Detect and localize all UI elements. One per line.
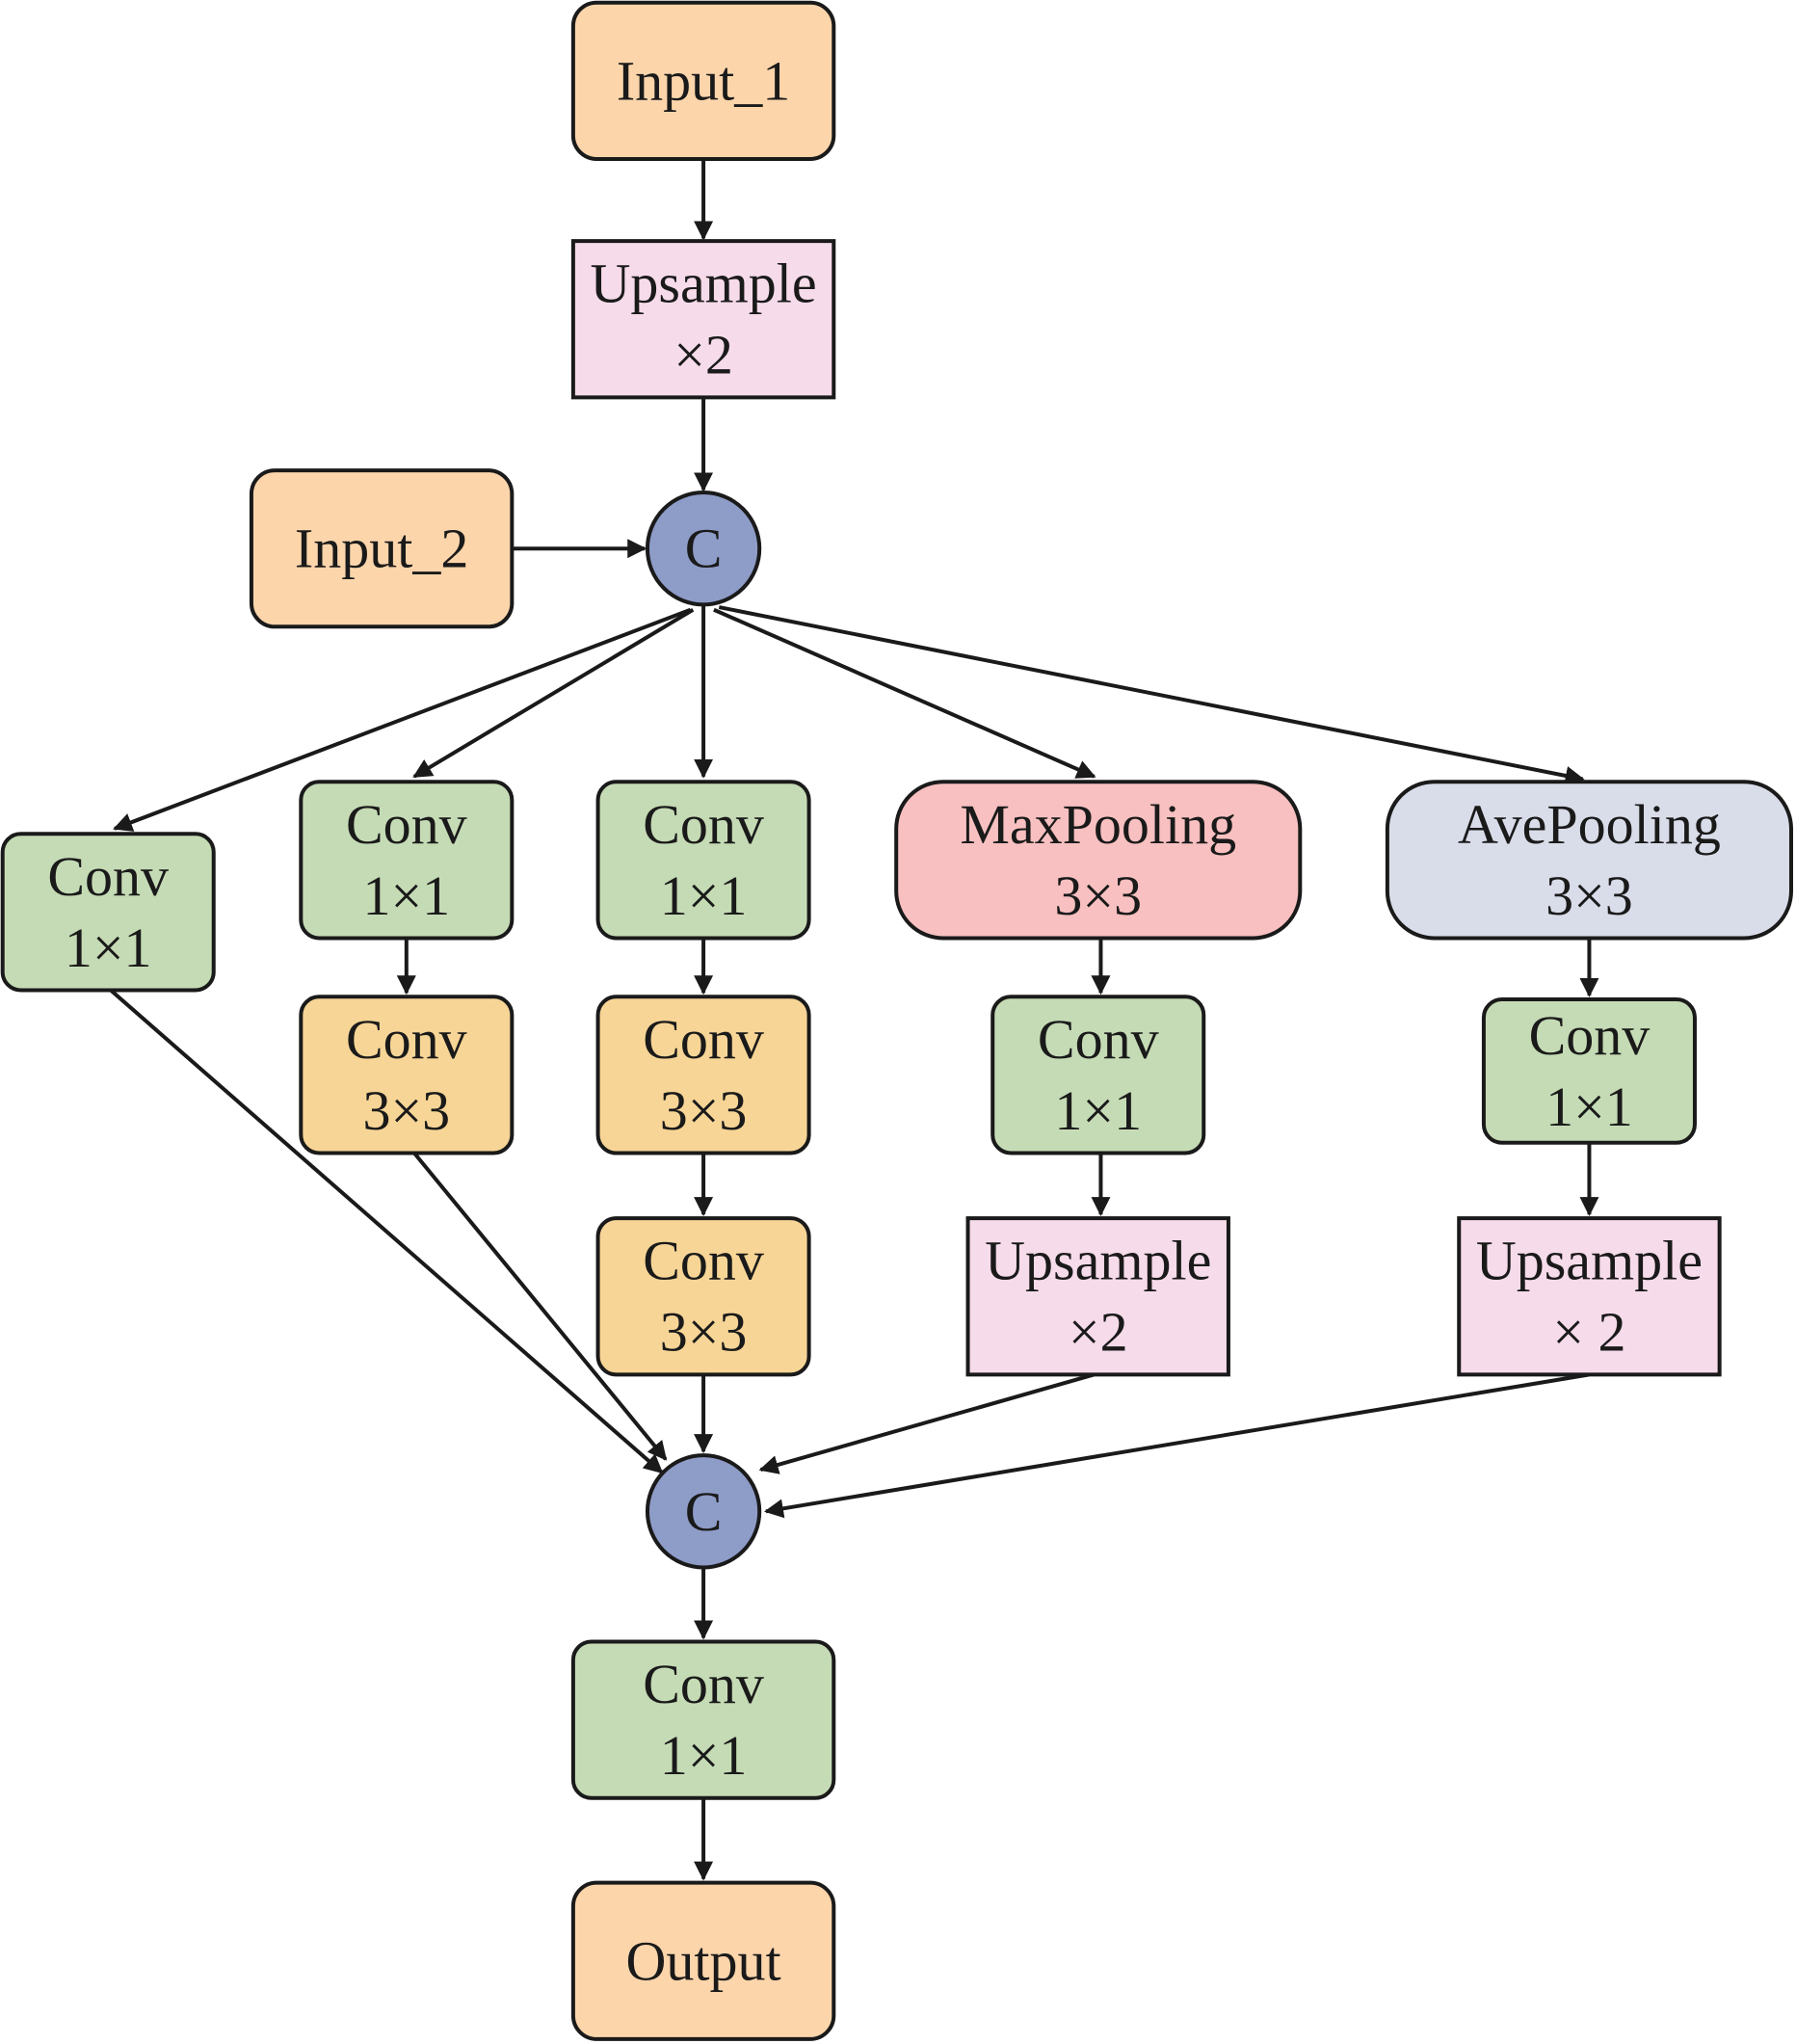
edge-conv-a-concat	[109, 989, 664, 1474]
conv-c-3x3-second-node: Conv 3×3	[595, 1216, 811, 1377]
output-node-shape	[570, 1880, 836, 2041]
input-1-node: Input_1	[570, 0, 836, 161]
output-node-label-1: Output	[626, 1929, 781, 1992]
input-1-node-label-1: Input_1	[617, 49, 790, 112]
avepooling-node: AvePooling 3×3	[1385, 780, 1793, 941]
upsample-top-node-label-2: ×2	[674, 324, 733, 386]
conv-e-1x1-node-label-2: 1×1	[1545, 1075, 1633, 1138]
conv-c-1x1-node-shape	[595, 780, 811, 941]
upsample-d-node-label-1: Upsample	[985, 1230, 1211, 1292]
concat-top-node-shape	[645, 491, 762, 607]
upsample-top-node-label-1: Upsample	[590, 252, 816, 315]
input-2-node: Input_2	[249, 468, 515, 629]
conv-d-1x1-node-shape	[990, 995, 1206, 1155]
upsample-e-node-shape	[1457, 1216, 1722, 1377]
conv-a-1x1-node: Conv 1×1	[0, 832, 216, 993]
conv-a-1x1-node-label-1: Conv	[47, 845, 169, 908]
concat-bottom-node: C	[645, 1453, 762, 1570]
edge-upsample-e-concat	[764, 1372, 1590, 1519]
upsample-e-node: Upsample × 2	[1457, 1216, 1722, 1377]
conv-c-3x3-first-node: Conv 3×3	[595, 995, 811, 1155]
conv-c-3x3-second-node-label-2: 3×3	[660, 1301, 748, 1364]
conv-b-1x1-node: Conv 1×1	[299, 780, 515, 941]
conv-a-1x1-node-shape	[0, 832, 216, 993]
input-1-node-shape	[570, 0, 836, 161]
edge-concat-maxpool	[713, 607, 1096, 779]
maxpooling-node-label-1: MaxPooling	[960, 793, 1236, 856]
conv-e-1x1-node: Conv 1×1	[1481, 996, 1697, 1145]
conv-c-1x1-node: Conv 1×1	[595, 780, 811, 941]
conv-a-1x1-node-label-2: 1×1	[65, 916, 152, 979]
conv-d-1x1-node-label-2: 1×1	[1054, 1079, 1142, 1142]
edges	[109, 158, 1599, 1881]
concat-top-node: C	[645, 491, 762, 607]
conv-b-3x3-node-label-1: Conv	[346, 1008, 467, 1071]
conv-b-1x1-node-label-2: 1×1	[362, 864, 450, 927]
upsample-d-node-label-2: ×2	[1069, 1301, 1128, 1364]
conv-c-3x3-first-node-label-1: Conv	[643, 1008, 764, 1071]
conv-d-1x1-node: Conv 1×1	[990, 995, 1206, 1155]
output-node: Output	[570, 1880, 836, 2041]
conv-c-3x3-first-node-label-2: 3×3	[660, 1079, 748, 1142]
conv-output-1x1-node-shape	[570, 1639, 836, 1800]
input-2-node-label-1: Input_2	[295, 518, 468, 580]
concat-top-node-label-1: C	[685, 518, 723, 580]
avepooling-node-shape	[1385, 780, 1793, 941]
upsample-d-node-shape	[965, 1216, 1230, 1377]
conv-d-1x1-node-label-1: Conv	[1038, 1008, 1159, 1071]
upsample-top-node-shape	[570, 239, 836, 400]
edge-conv-b2-concat	[412, 1152, 668, 1461]
maxpooling-node-shape	[894, 780, 1303, 941]
avepooling-node-label-2: 3×3	[1545, 864, 1633, 927]
conv-e-1x1-node-shape	[1481, 996, 1697, 1145]
conv-b-3x3-node-label-2: 3×3	[362, 1079, 450, 1142]
input-2-node-shape	[249, 468, 515, 629]
conv-b-3x3-node: Conv 3×3	[299, 995, 515, 1155]
conv-b-3x3-node-shape	[299, 995, 515, 1155]
conv-output-1x1-node: Conv 1×1	[570, 1639, 836, 1800]
edge-upsample-d-concat	[758, 1372, 1096, 1474]
edge-concat-conv-a	[113, 607, 692, 832]
upsample-d-node: Upsample ×2	[965, 1216, 1230, 1377]
conv-c-1x1-node-label-2: 1×1	[660, 864, 748, 927]
upsample-e-node-label-1: Upsample	[1476, 1230, 1703, 1292]
conv-output-1x1-node-label-2: 1×1	[660, 1724, 748, 1787]
edge-concat-avepool	[718, 605, 1585, 785]
maxpooling-node-label-2: 3×3	[1054, 864, 1142, 927]
upsample-e-node-label-2: × 2	[1552, 1301, 1625, 1364]
concat-bottom-node-label-1: C	[685, 1480, 723, 1543]
conv-b-1x1-node-label-1: Conv	[346, 793, 467, 856]
conv-c-1x1-node-label-1: Conv	[643, 793, 764, 856]
avepooling-node-label-1: AvePooling	[1458, 793, 1721, 856]
conv-b-1x1-node-shape	[299, 780, 515, 941]
conv-c-3x3-second-node-shape	[595, 1216, 811, 1377]
concat-bottom-node-shape	[645, 1453, 762, 1570]
conv-c-3x3-first-node-shape	[595, 995, 811, 1155]
conv-output-1x1-node-label-1: Conv	[643, 1653, 764, 1715]
maxpooling-node: MaxPooling 3×3	[894, 780, 1303, 941]
edge-concat-conv-b	[412, 608, 695, 779]
upsample-top-node: Upsample ×2	[570, 239, 836, 400]
conv-c-3x3-second-node-label-1: Conv	[643, 1230, 764, 1292]
conv-e-1x1-node-label-1: Conv	[1529, 1004, 1651, 1067]
